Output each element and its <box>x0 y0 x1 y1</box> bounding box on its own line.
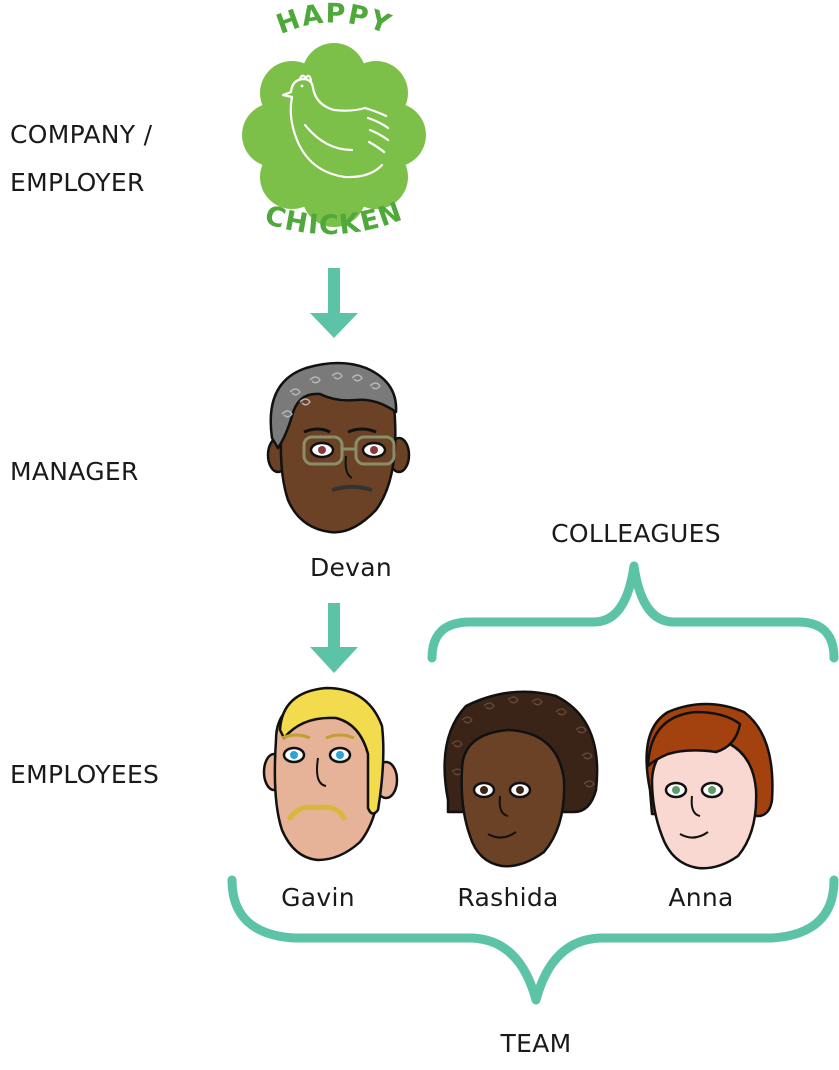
employee-name-gavin: Gavin <box>281 883 355 912</box>
company-label-line2: EMPLOYER <box>10 168 145 197</box>
logo-top-text: HAPPY <box>272 0 395 41</box>
colleagues-label: COLLEAGUES <box>551 519 721 548</box>
avatar-gavin <box>262 686 399 862</box>
employee-name-anna: Anna <box>668 883 734 912</box>
colleagues-brace <box>427 561 839 663</box>
company-logo: HAPPY <box>242 0 426 241</box>
employees-label: EMPLOYEES <box>10 760 160 789</box>
manager-label: MANAGER <box>10 457 139 486</box>
avatar-anna <box>645 702 774 870</box>
arrow-company-to-manager <box>310 268 358 338</box>
chicken-icon <box>281 74 390 179</box>
avatar-devan <box>266 361 411 534</box>
employee-name-rashida: Rashida <box>457 883 559 912</box>
manager-name: Devan <box>309 553 393 582</box>
logo-flower-badge <box>242 43 426 227</box>
company-label-line1: COMPANY / <box>10 120 153 149</box>
avatar-rashida <box>443 690 599 868</box>
team-label: TEAM <box>500 1029 572 1058</box>
team-brace <box>227 875 839 1005</box>
arrow-manager-to-employees <box>310 603 358 673</box>
